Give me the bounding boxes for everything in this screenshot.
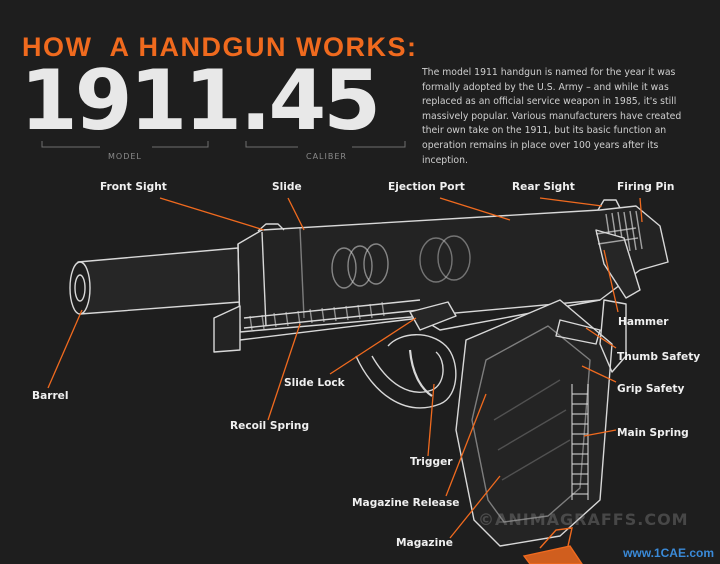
label-grip-safety: Grip Safety [617,383,685,395]
intro-paragraph: The model 1911 handgun is named for the … [422,67,682,166]
watermark-site: www.1CAE.com [623,546,714,560]
label-hammer: Hammer [618,316,669,328]
label-rear-sight: Rear Sight [512,181,575,193]
magazine-base [522,527,583,564]
label-main-spring: Main Spring [617,427,689,439]
model-caption: MODEL [108,152,142,161]
gun-outline [69,199,669,547]
label-slide-lock: Slide Lock [284,377,345,389]
label-ejection-port: Ejection Port [388,181,465,193]
label-magazine-release: Magazine Release [352,497,460,509]
page-title: HOW A HANDGUN WORKS: [22,32,418,62]
label-thumb-safety: Thumb Safety [617,351,701,363]
leader-lines [47,197,643,539]
label-slide: Slide [272,181,302,193]
label-firing-pin: Firing Pin [617,181,675,193]
watermark: ©ANIMAGRAFFS.COM [478,510,689,529]
caliber-value: .45 [240,52,381,149]
label-recoil-spring: Recoil Spring [230,420,310,432]
label-barrel: Barrel [32,390,69,402]
model-value: 1911 [20,52,242,149]
caption-brackets [41,141,406,148]
label-magazine: Magazine [396,537,453,549]
label-front-sight: Front Sight [100,181,167,193]
caliber-caption: CALIBER [306,152,347,161]
label-trigger: Trigger [410,456,453,468]
